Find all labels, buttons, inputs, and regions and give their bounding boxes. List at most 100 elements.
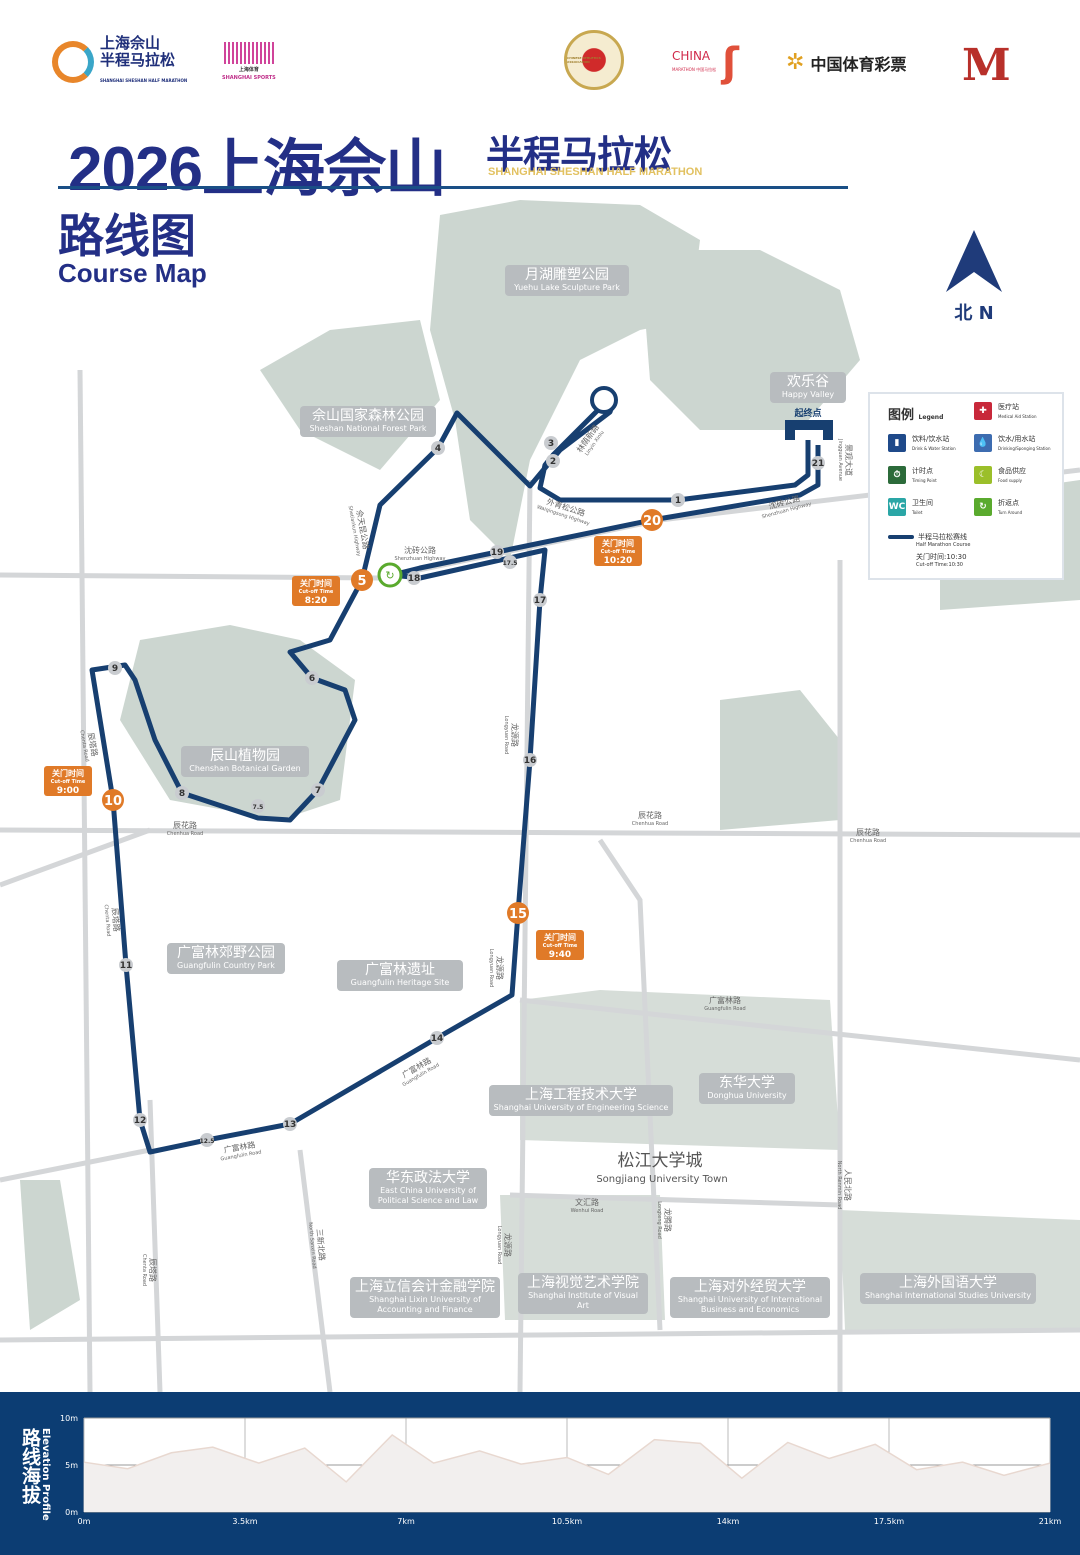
km-marker-label: 9 [112,664,118,674]
title-main: 2026上海佘山 [68,135,447,204]
cutoff-box [292,576,340,606]
road-name: 辰花路 [173,820,197,830]
cutoff-en: Cut-off Time [601,549,636,555]
km-marker-dot [102,789,124,811]
road-name-en: Chenhua Road [850,838,886,844]
legend-label-en: Half Marathon Course [916,542,971,548]
shanghai-sports-logo: 上海体育 SHANGHAI SPORTS [222,42,276,81]
cutoff-time: 9:00 [57,786,79,796]
cutoff-en: Cut-off Time [299,589,334,595]
km-marker-dot [503,555,517,569]
logo-text: SHANGHAI SPORTS [222,75,276,81]
km-marker-label: 16 [524,756,537,766]
legend-cutoff-en: Cut-off Time:10:30 [916,562,963,568]
km-marker-14: 14 [430,1031,444,1045]
road-name: 辰花路 [638,810,662,820]
cutoff-cn: 关门时间 [544,932,576,942]
road-name: 广富林路 [709,995,741,1005]
km-marker-12.5: 12.5 [200,1133,215,1147]
legend-icon: WC [888,498,906,516]
km-marker-dot [523,753,537,767]
km-marker-label: 17.5 [503,560,518,567]
north-arrow-icon [946,230,1002,292]
km-marker-dot [430,1031,444,1045]
km-marker-label: 7 [315,786,321,796]
km-marker-label: 12.5 [200,1138,215,1145]
north-arrow: 北 N [944,228,1004,325]
km-marker-dot [108,661,122,675]
lottery-star-icon: ✲ [786,50,805,75]
km-marker-7.5: 7.5 [251,799,265,813]
km-marker-label: 1 [675,496,681,506]
district-label: 松江大学城 [618,1151,703,1171]
km-marker-label: 13 [284,1120,297,1130]
legend-icon: ↻ [974,498,992,516]
km-marker-dot [200,1133,214,1147]
km-marker-7: 7 [311,783,325,797]
km-marker-label: 15 [509,907,527,922]
km-marker-18: 18 [407,571,421,585]
map-title: 路线图 [58,209,196,263]
road-name-en: Guangfulin Road [704,1006,745,1012]
km-marker-dot [175,786,189,800]
x-tick-label: 17.5km [874,1517,904,1526]
event-logo-icon [52,41,94,83]
km-marker-label: 11 [120,961,133,971]
km-marker-5: 5 [351,569,373,591]
cutoff-en: Cut-off Time [543,943,578,949]
runner-icon: ʃ [722,40,739,86]
km-marker-dot [311,783,325,797]
km-marker-12: 12 [133,1113,147,1127]
svg-text:↻: ↻ [385,569,394,582]
legend-title: 图例 Legend [888,404,943,423]
km-marker-dot [305,671,319,685]
road-name-en: Shenzhuan Highway [395,556,446,562]
road-name-en: Longyuan Road [488,949,494,988]
x-tick-label: 0m [78,1517,91,1526]
road-name-en: Chenta Road [103,904,112,936]
km-marker-dot [490,545,504,559]
road-name-en: Chenhua Road [167,831,203,837]
km-marker-16: 16 [523,753,537,767]
cutoff-box [44,766,92,796]
road-name-en: Chenta Road [141,1254,147,1286]
road-name-en: North Renmin Road [836,1161,842,1210]
cutoff-time: 10:20 [604,556,633,566]
road-name: 龙腾路 [663,1208,673,1232]
km-marker-dot [119,958,133,972]
km-marker-dot [283,1117,297,1131]
km-marker-label: 3 [548,439,554,449]
map-title-en: Course Map [58,258,207,288]
km-marker-15: 15 [507,902,529,924]
km-marker-label: 7.5 [253,804,264,811]
title-en: SHANGHAI SHESHAN HALF MARATHON [488,166,703,178]
road-name-en: Wenhui Road [571,1208,604,1214]
logo-text: 中国体育彩票 [810,54,907,74]
km-marker-17: 17 [533,593,547,607]
km-marker-9: 9 [108,661,122,675]
road-name-en: Jingguan Avenue [837,438,843,481]
start-finish-arch-icon [785,420,833,440]
